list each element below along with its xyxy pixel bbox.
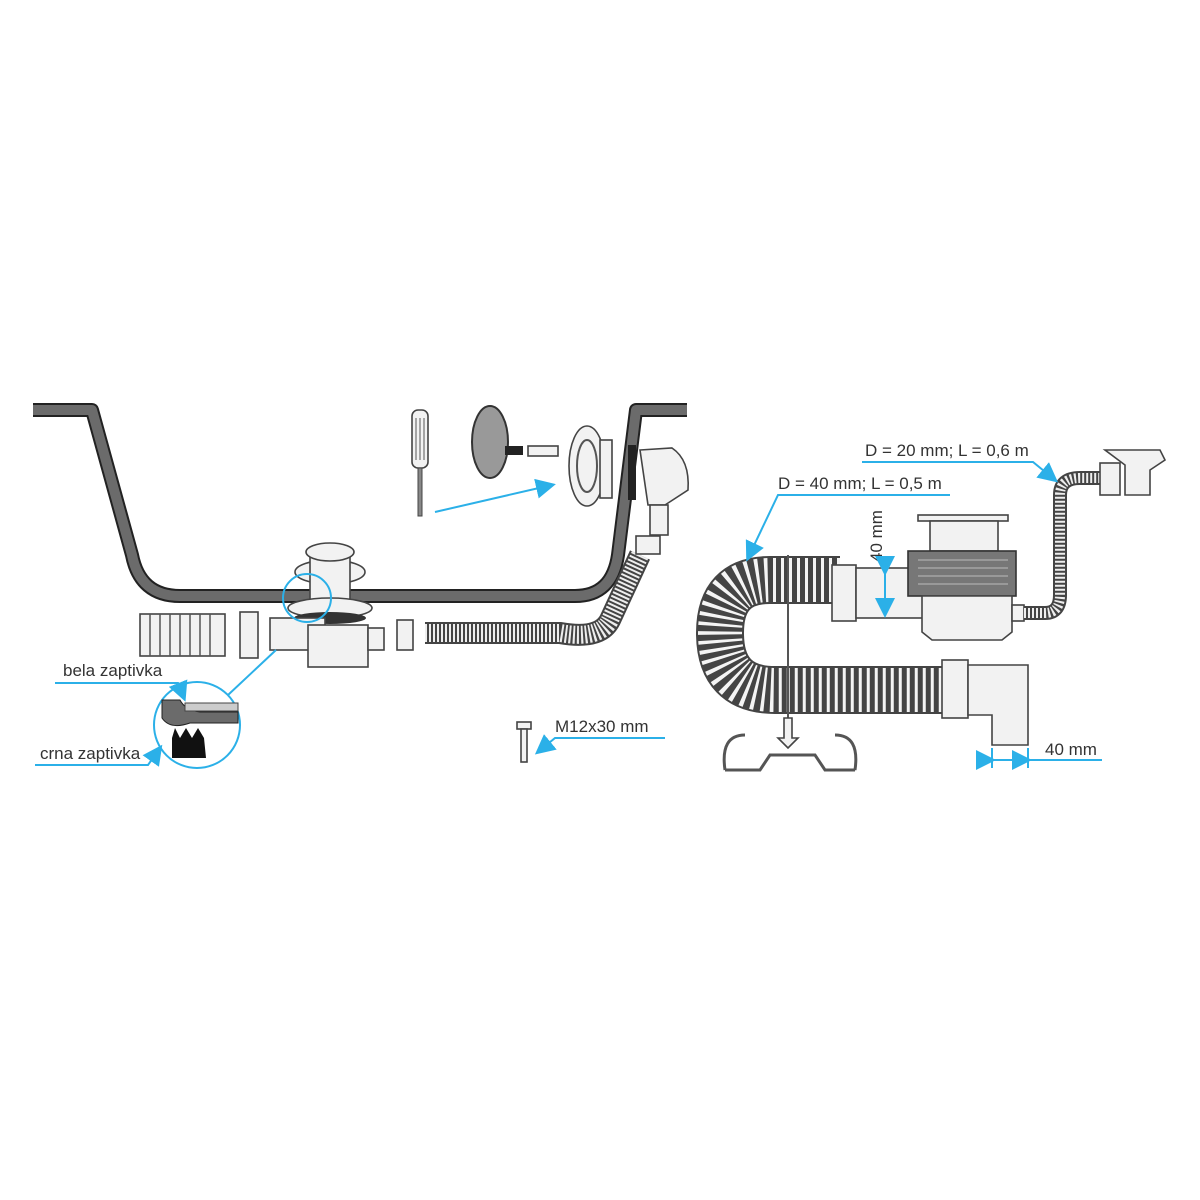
overflow-hose-spec: D = 20 mm; L = 0,6 m — [865, 441, 1029, 460]
white-seal-label: bela zaptivka — [63, 661, 163, 680]
overflow-hose — [425, 535, 661, 646]
pipe-diameter-label: 40 mm — [867, 510, 886, 562]
outlet-diameter-label: 40 mm — [1045, 740, 1097, 759]
drain-hose-leader — [745, 494, 950, 562]
corrugated-tube-left — [139, 611, 259, 659]
overflow-parts — [434, 405, 689, 536]
black-seal-label: crna zaptivka — [40, 744, 141, 763]
screw-icon — [516, 721, 532, 763]
seal-detail-inset — [153, 649, 277, 769]
overflow-hose-leader — [862, 461, 1059, 483]
white-seal-leader — [55, 679, 188, 702]
drain-plug-assembly — [269, 542, 414, 668]
siphon-assembly — [695, 449, 1167, 772]
screw-leader — [534, 734, 665, 755]
bathtub-section — [33, 403, 687, 603]
screw-size-label: M12x30 mm — [555, 717, 649, 736]
drain-hose-spec: D = 40 mm; L = 0,5 m — [778, 474, 942, 493]
black-seal-leader — [35, 744, 163, 767]
screwdriver-icon — [411, 409, 429, 517]
